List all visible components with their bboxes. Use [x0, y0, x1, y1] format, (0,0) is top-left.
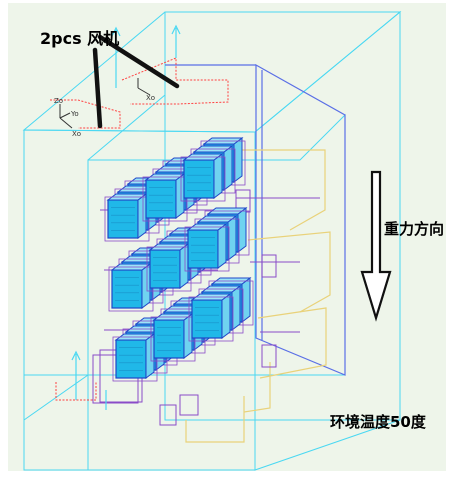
board-frame: [261, 254, 277, 278]
heat-module: [108, 263, 154, 312]
wire-trace-short: [243, 362, 271, 413]
heat-module: [184, 223, 230, 272]
heat-module: [104, 193, 150, 242]
axis-x-label: Xo: [72, 130, 81, 138]
wire-trace-lower: [257, 307, 327, 379]
fan-outline-bottom: [55, 382, 97, 401]
partition-panel: [255, 63, 346, 376]
fan-up-arrow-icon: [71, 350, 81, 361]
fan-axis-x-label: Xo: [146, 94, 155, 102]
gravity-direction-label: 重力方向: [384, 220, 445, 238]
axis-y-label: Yo: [70, 110, 79, 118]
heat-module: [180, 153, 226, 202]
heat-module: [112, 333, 158, 382]
heat-module: [142, 173, 188, 222]
gravity-arrow-icon: [360, 170, 392, 322]
wire-trace-top: [232, 149, 326, 231]
heat-module: [150, 313, 196, 362]
axis-z-label: Zo: [54, 97, 63, 105]
fan-label: 2pcs 风机: [40, 29, 120, 48]
module-array: [104, 137, 254, 382]
ambient-temperature-label: 环境温度50度: [330, 413, 426, 431]
board-frame: [261, 344, 277, 368]
fan-flow-arrows: [71, 24, 181, 410]
fan-markers: [50, 57, 229, 401]
board-frame: [159, 404, 177, 426]
wire-trace-middle: [247, 231, 331, 313]
enclosure-right-face: [254, 10, 401, 471]
board-frame: [179, 394, 199, 416]
wiring-traces: [185, 149, 331, 443]
fan-outline-lower: [50, 99, 121, 129]
partition-wall: [165, 63, 346, 376]
heat-module: [188, 293, 234, 342]
fan-up-arrow-icon: [171, 24, 181, 35]
heat-module: [146, 243, 192, 292]
fan-up-arrow-icon: [111, 26, 121, 37]
coordinate-axes-icon: [59, 78, 151, 129]
wire-trace-bottom: [185, 396, 245, 443]
inner-top-edge: [87, 94, 166, 161]
fan-pointer-icon: [92, 34, 180, 129]
fan-outline-upper: [121, 57, 229, 105]
enclosure-wireframe: [22, 10, 402, 471]
